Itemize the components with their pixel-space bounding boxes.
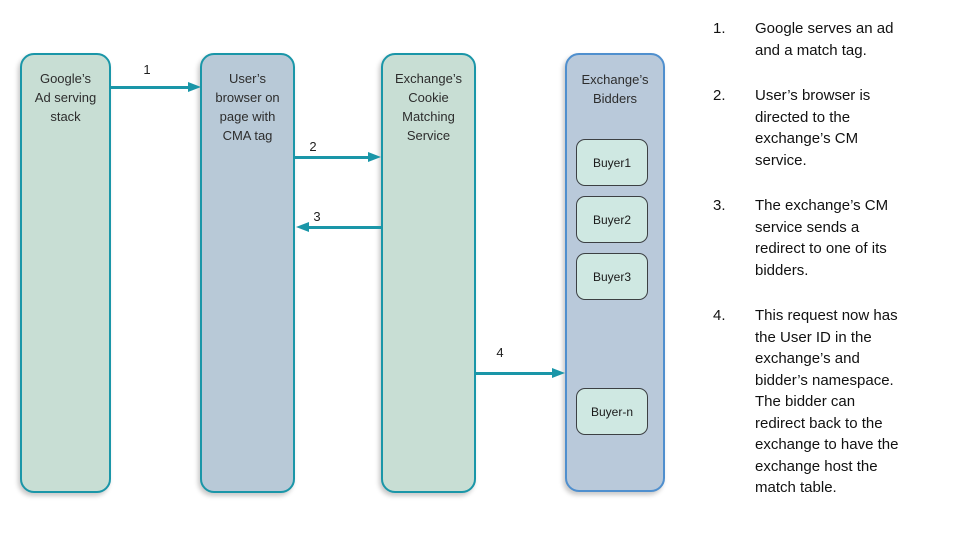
- arrow-4-line: [474, 372, 552, 375]
- node-label: Exchange’s Bidders: [581, 72, 649, 106]
- node-label: Google’s Ad serving stack: [34, 71, 97, 124]
- buyer-label: Buyer2: [592, 212, 632, 227]
- step-text: The exchange’s CM service sends a redire…: [755, 197, 889, 279]
- node-label: User’s browser on page with CMA tag: [215, 71, 280, 143]
- arrow-2-head-icon: [368, 152, 381, 162]
- step-text: Google serves an ad and a match tag.: [755, 20, 894, 59]
- node-exchange-bidders: Exchange’s Bidders Buyer1 Buyer2 Buyer3 …: [565, 53, 665, 492]
- steps-list: 1. Google serves an ad and a match tag. …: [713, 18, 947, 523]
- arrow-1-head-icon: [188, 82, 201, 92]
- step-item-1: 1. Google serves an ad and a match tag.: [713, 18, 947, 61]
- buyer2-box: Buyer2: [576, 196, 648, 243]
- arrow-3-line: [309, 226, 381, 229]
- node-exchange-cookie-matching-service: Exchange’s Cookie Matching Service: [381, 53, 476, 493]
- arrow-2-line: [295, 156, 368, 159]
- arrow-1-number: 1: [143, 62, 151, 77]
- arrow-1-line: [111, 86, 188, 89]
- step-item-2: 2. User’s browser is directed to the exc…: [713, 85, 947, 171]
- buyer3-box: Buyer3: [576, 253, 648, 300]
- arrow-2-number: 2: [309, 139, 317, 154]
- step-text: User’s browser is directed to the exchan…: [755, 87, 871, 169]
- arrow-3-number: 3: [313, 209, 321, 224]
- step-number: 1.: [713, 20, 726, 37]
- buyer-n-box: Buyer-n: [576, 388, 648, 435]
- buyer-label: Buyer1: [592, 155, 632, 170]
- step-item-3: 3. The exchange’s CM service sends a red…: [713, 195, 947, 281]
- step-number: 2.: [713, 87, 726, 104]
- step-number: 4.: [713, 307, 726, 324]
- node-users-browser: User’s browser on page with CMA tag: [200, 53, 295, 493]
- node-label: Exchange’s Cookie Matching Service: [395, 71, 462, 143]
- node-google-ad-serving-stack: Google’s Ad serving stack: [20, 53, 111, 493]
- arrow-3-head-icon: [296, 222, 309, 232]
- step-item-4: 4. This request now has the User ID in t…: [713, 305, 947, 499]
- arrow-4-number: 4: [496, 345, 504, 360]
- buyer-label: Buyer3: [592, 269, 632, 284]
- buyer1-box: Buyer1: [576, 139, 648, 186]
- step-text: This request now has the User ID in the …: [755, 307, 899, 496]
- step-number: 3.: [713, 197, 726, 214]
- buyer-label: Buyer-n: [590, 404, 634, 419]
- arrow-4-head-icon: [552, 368, 565, 378]
